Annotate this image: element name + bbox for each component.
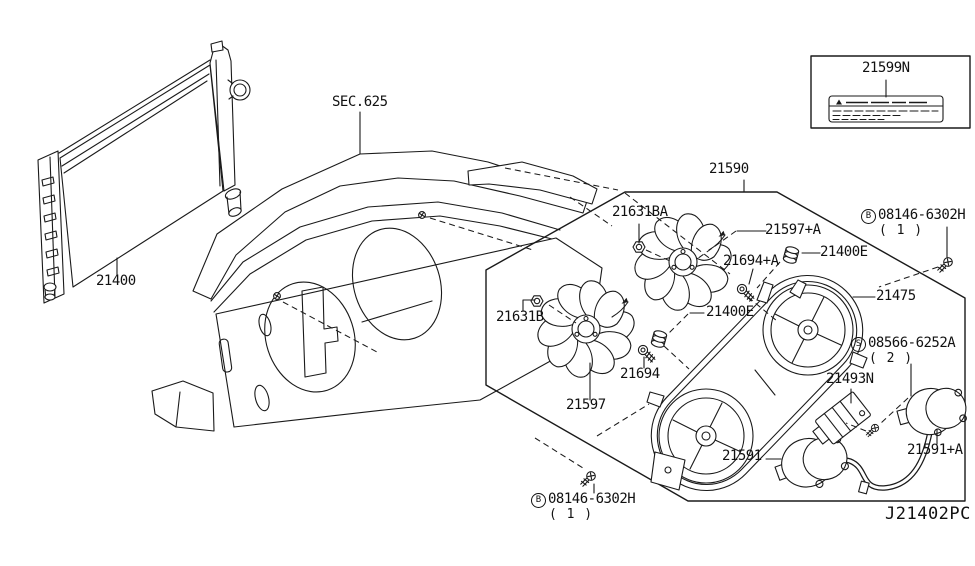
motor-21591a-drawing — [896, 387, 967, 437]
motor-21591-drawing — [774, 435, 849, 488]
label-21599n[interactable]: 21599N — [862, 60, 910, 76]
screw-08146-top-icon — [935, 255, 955, 275]
circled-s-icon: S — [851, 337, 866, 352]
rotation-arrow-head — [621, 297, 628, 304]
label-21694a[interactable]: 21694+A — [723, 253, 779, 269]
warning-triangle-icon — [836, 99, 842, 105]
label-21631b[interactable]: 21631B — [496, 309, 544, 325]
diagram-code: J21402PC — [885, 504, 971, 524]
label-21694[interactable]: 21694 — [620, 366, 660, 382]
label-21493n[interactable]: 21493N — [826, 371, 874, 387]
circled-b-icon: B — [861, 209, 876, 224]
label-21597a[interactable]: 21597+A — [765, 222, 821, 238]
fan-21597-drawing — [536, 277, 636, 381]
label-21400[interactable]: 21400 — [96, 273, 136, 289]
rotation-arrow — [611, 301, 629, 318]
shroud-drawing — [646, 274, 868, 492]
panel-screw-icon — [418, 211, 426, 219]
label-21400e-upper[interactable]: 21400E — [820, 244, 868, 260]
screw-08566-icon — [864, 422, 881, 439]
core-support-drawing — [151, 150, 603, 432]
label-qty: ( 2 ) — [869, 351, 914, 366]
caution-label-box — [810, 55, 971, 129]
dashed-lines — [282, 167, 939, 469]
label-21631ba[interactable]: 21631BA — [612, 204, 668, 220]
label-qty: ( 1 ) — [549, 507, 594, 522]
mount-21400e-lower-icon — [650, 329, 668, 349]
bolt-21694-icon — [635, 342, 658, 365]
bolt-21694a-icon — [734, 281, 757, 304]
label-21590[interactable]: 21590 — [709, 161, 749, 177]
label-21400e-lower[interactable]: 21400E — [706, 304, 754, 320]
leader-lines — [116, 79, 948, 494]
resistor-drawing — [812, 391, 871, 445]
rotation-arrow-head — [718, 230, 725, 237]
mount-21400e-upper-icon — [782, 245, 800, 265]
label-21591a[interactable]: 21591+A — [907, 442, 963, 458]
nut-21631b-icon — [530, 295, 544, 307]
label-sec625[interactable]: SEC.625 — [332, 94, 388, 110]
fan-assembly-group-box — [485, 191, 966, 502]
label-qty: ( 1 ) — [879, 223, 924, 238]
panel-screw-icon — [273, 292, 281, 300]
radiator-drawing — [37, 40, 251, 304]
label-21475[interactable]: 21475 — [876, 288, 916, 304]
label-21597[interactable]: 21597 — [566, 397, 606, 413]
label-21591[interactable]: 21591 — [722, 448, 762, 464]
fan-21597a-drawing — [633, 210, 733, 314]
circled-b-icon: B — [531, 493, 546, 508]
